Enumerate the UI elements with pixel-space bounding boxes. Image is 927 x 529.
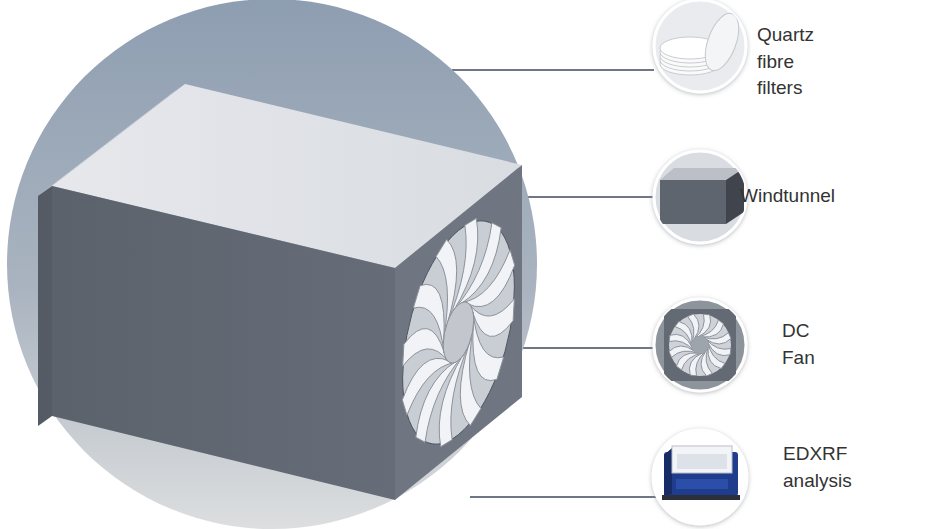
leader-line: [452, 69, 654, 71]
labelled-thumbnail: Windtunnel: [652, 148, 927, 243]
thumbnail-circle: [654, 151, 746, 243]
instrument-window: [677, 454, 727, 469]
filter-disc: [699, 9, 746, 75]
fan-blades: [668, 313, 732, 377]
fan-opening: [669, 314, 731, 376]
part-label: DC Fan: [782, 318, 832, 371]
fan-hub: [443, 292, 473, 372]
leader-line: [520, 196, 654, 198]
part-label: Windtunnel: [740, 183, 870, 210]
thumbnail-circle: [653, 430, 747, 524]
labelled-thumbnail: DC Fan: [652, 298, 927, 393]
labelled-thumbnail: EDXRF analysis: [652, 428, 927, 528]
fan-model: [400, 179, 516, 485]
fan-blades: [400, 179, 516, 485]
leader-line: [518, 347, 654, 349]
part-label: Quartz fibre filters: [757, 22, 832, 102]
edxrf-thumbnail: [653, 430, 747, 524]
fan-frame: [664, 309, 736, 381]
thumbnail-circle: [654, 299, 746, 391]
main-circle: [7, 0, 537, 529]
edxrf-picture: [662, 446, 740, 500]
filters-picture: [660, 9, 745, 75]
tunnel-end: [395, 165, 522, 500]
sampler-model: [38, 84, 522, 500]
instrument-base: [662, 495, 740, 500]
windtunnel-thumbnail: [654, 151, 746, 243]
tunnel-side: [52, 186, 395, 500]
filters-thumbnail: [654, 0, 746, 92]
instrument-side: [664, 448, 672, 496]
instrument-lid: [672, 446, 732, 473]
fan-opening: [403, 185, 515, 480]
labelled-thumbnail: Quartz fibre filters: [652, 0, 927, 100]
fan-picture: [664, 309, 736, 381]
back-plate-side: [38, 186, 52, 426]
fan-hub: [692, 337, 709, 354]
leader-line: [470, 496, 658, 498]
part-label: EDXRF analysis: [783, 441, 873, 494]
instrument-panel: [676, 479, 728, 489]
thumbnail-circle: [654, 0, 746, 92]
windtunnel-picture: [660, 168, 744, 224]
tunnel-side: [660, 180, 726, 224]
fan-thumbnail: [654, 299, 746, 391]
